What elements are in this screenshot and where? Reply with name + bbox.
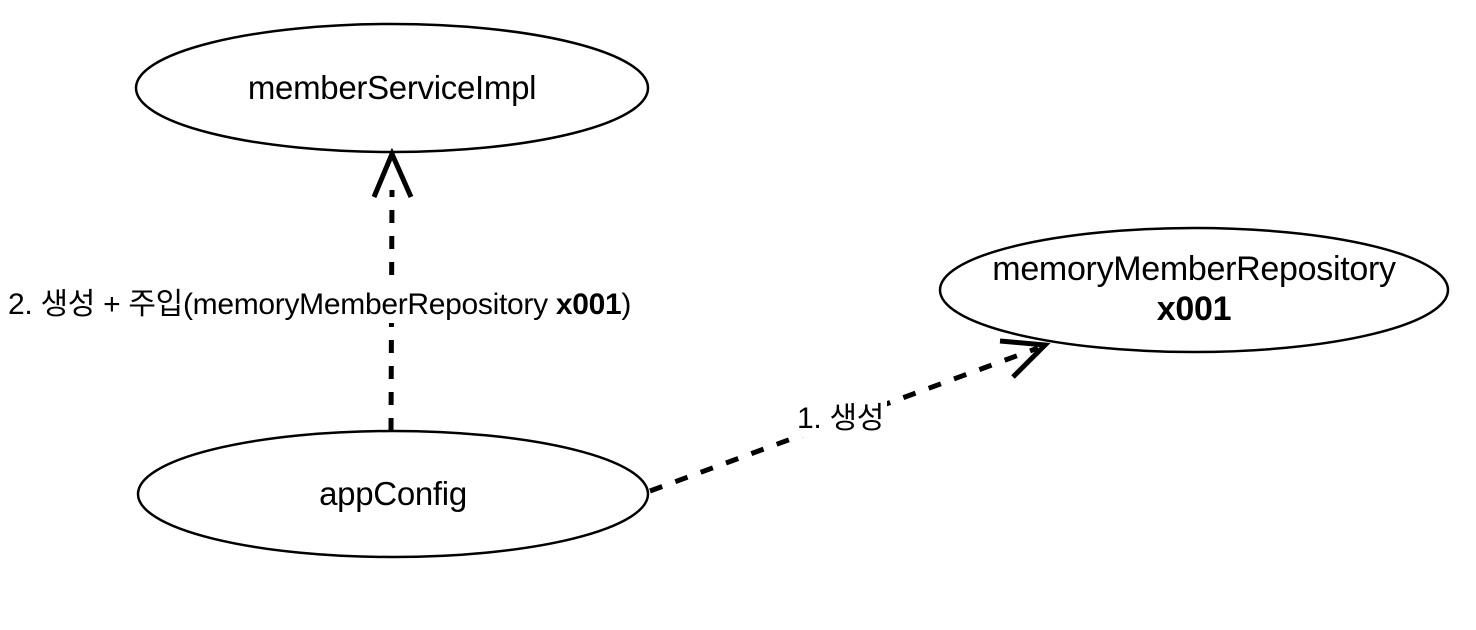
create-inject-edge-label-prefix: 2. 생성 + 주입(memoryMemberRepository (8, 288, 556, 321)
create-inject-edge-label: 2. 생성 + 주입(memoryMemberRepository x001) (5, 287, 635, 323)
create-edge-label: 1. 생성 (794, 401, 888, 437)
member-service-impl-label: memberServiceImpl (247, 69, 537, 106)
memory-member-repository-label: memoryMemberRepository x001 (992, 249, 1396, 329)
memory-member-repository-name: memoryMemberRepository (992, 250, 1396, 288)
memory-member-repository-instance: x001 (1156, 290, 1232, 328)
create-inject-edge-label-instance: x001 (555, 288, 622, 321)
create-inject-edge-label-suffix: ) (621, 288, 632, 321)
memory-member-repository-node-ellipse (938, 226, 1450, 354)
create-arrowhead (999, 338, 1051, 379)
app-config-label: appConfig (319, 475, 467, 512)
create-inject-arrowhead (371, 147, 414, 199)
